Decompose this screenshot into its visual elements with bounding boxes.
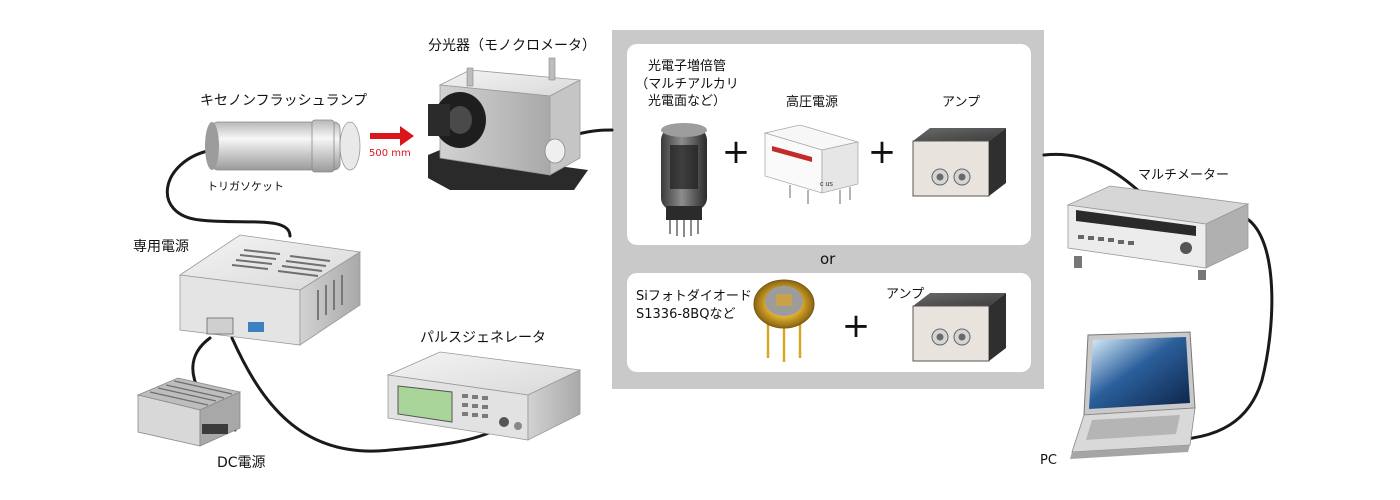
- label-xenon-lamp: キセノンフラッシュランプ: [200, 93, 368, 109]
- dedicated-power-device: [178, 234, 362, 346]
- label-multimeter: マルチメーター: [1138, 168, 1230, 183]
- label-amp-top: アンプ: [942, 95, 981, 110]
- label-distance: 500 mm: [369, 148, 411, 159]
- plus-icon: +: [842, 306, 871, 346]
- label-hv-power: 高圧電源: [786, 95, 839, 110]
- plus-icon: +: [868, 132, 897, 172]
- label-pmt-line1: 光電子増倍管: [647, 59, 726, 74]
- label-trigger-socket: トリガソケット: [207, 180, 284, 193]
- label-pulse-generator: パルスジェネレータ: [420, 330, 546, 346]
- amplifier-top: [912, 128, 1006, 197]
- label-pmt: 光電子増倍管 （マルチアルカリ 光電面など）: [632, 58, 742, 111]
- xenon-lamp: [205, 119, 361, 173]
- label-si-photodiode: Siフォトダイオード S1336-8BQなど: [636, 288, 752, 323]
- label-or: or: [820, 250, 836, 268]
- multimeter-device: [1066, 185, 1250, 280]
- red-arrow-icon: [370, 126, 414, 146]
- hv-power-module: [763, 124, 859, 204]
- si-photodiode: [753, 279, 815, 362]
- label-si-line2: S1336-8BQなど: [636, 306, 736, 322]
- pulse-generator-device: [386, 351, 582, 441]
- label-pc: PC: [1040, 453, 1057, 468]
- photomultiplier-tube: [661, 123, 707, 237]
- amplifier-bottom: [912, 293, 1006, 362]
- label-dedicated-power: 専用電源: [133, 239, 189, 255]
- label-amp-bottom: アンプ: [886, 287, 925, 302]
- dc-power-device: [136, 377, 242, 447]
- hv-module-cert: c us: [820, 181, 833, 188]
- pc-laptop: [1070, 331, 1196, 459]
- label-pmt-line3: 光電面など）: [647, 94, 726, 110]
- label-pmt-line2: （マルチアルカリ: [635, 76, 739, 92]
- monochromator-device: [428, 57, 588, 190]
- cables: [165, 128, 1274, 453]
- label-dc-power: DC電源: [217, 455, 266, 471]
- label-si-line1: Siフォトダイオード: [636, 289, 752, 304]
- plus-icon: +: [722, 132, 751, 172]
- label-monochromator: 分光器（モノクロメータ）: [428, 38, 596, 54]
